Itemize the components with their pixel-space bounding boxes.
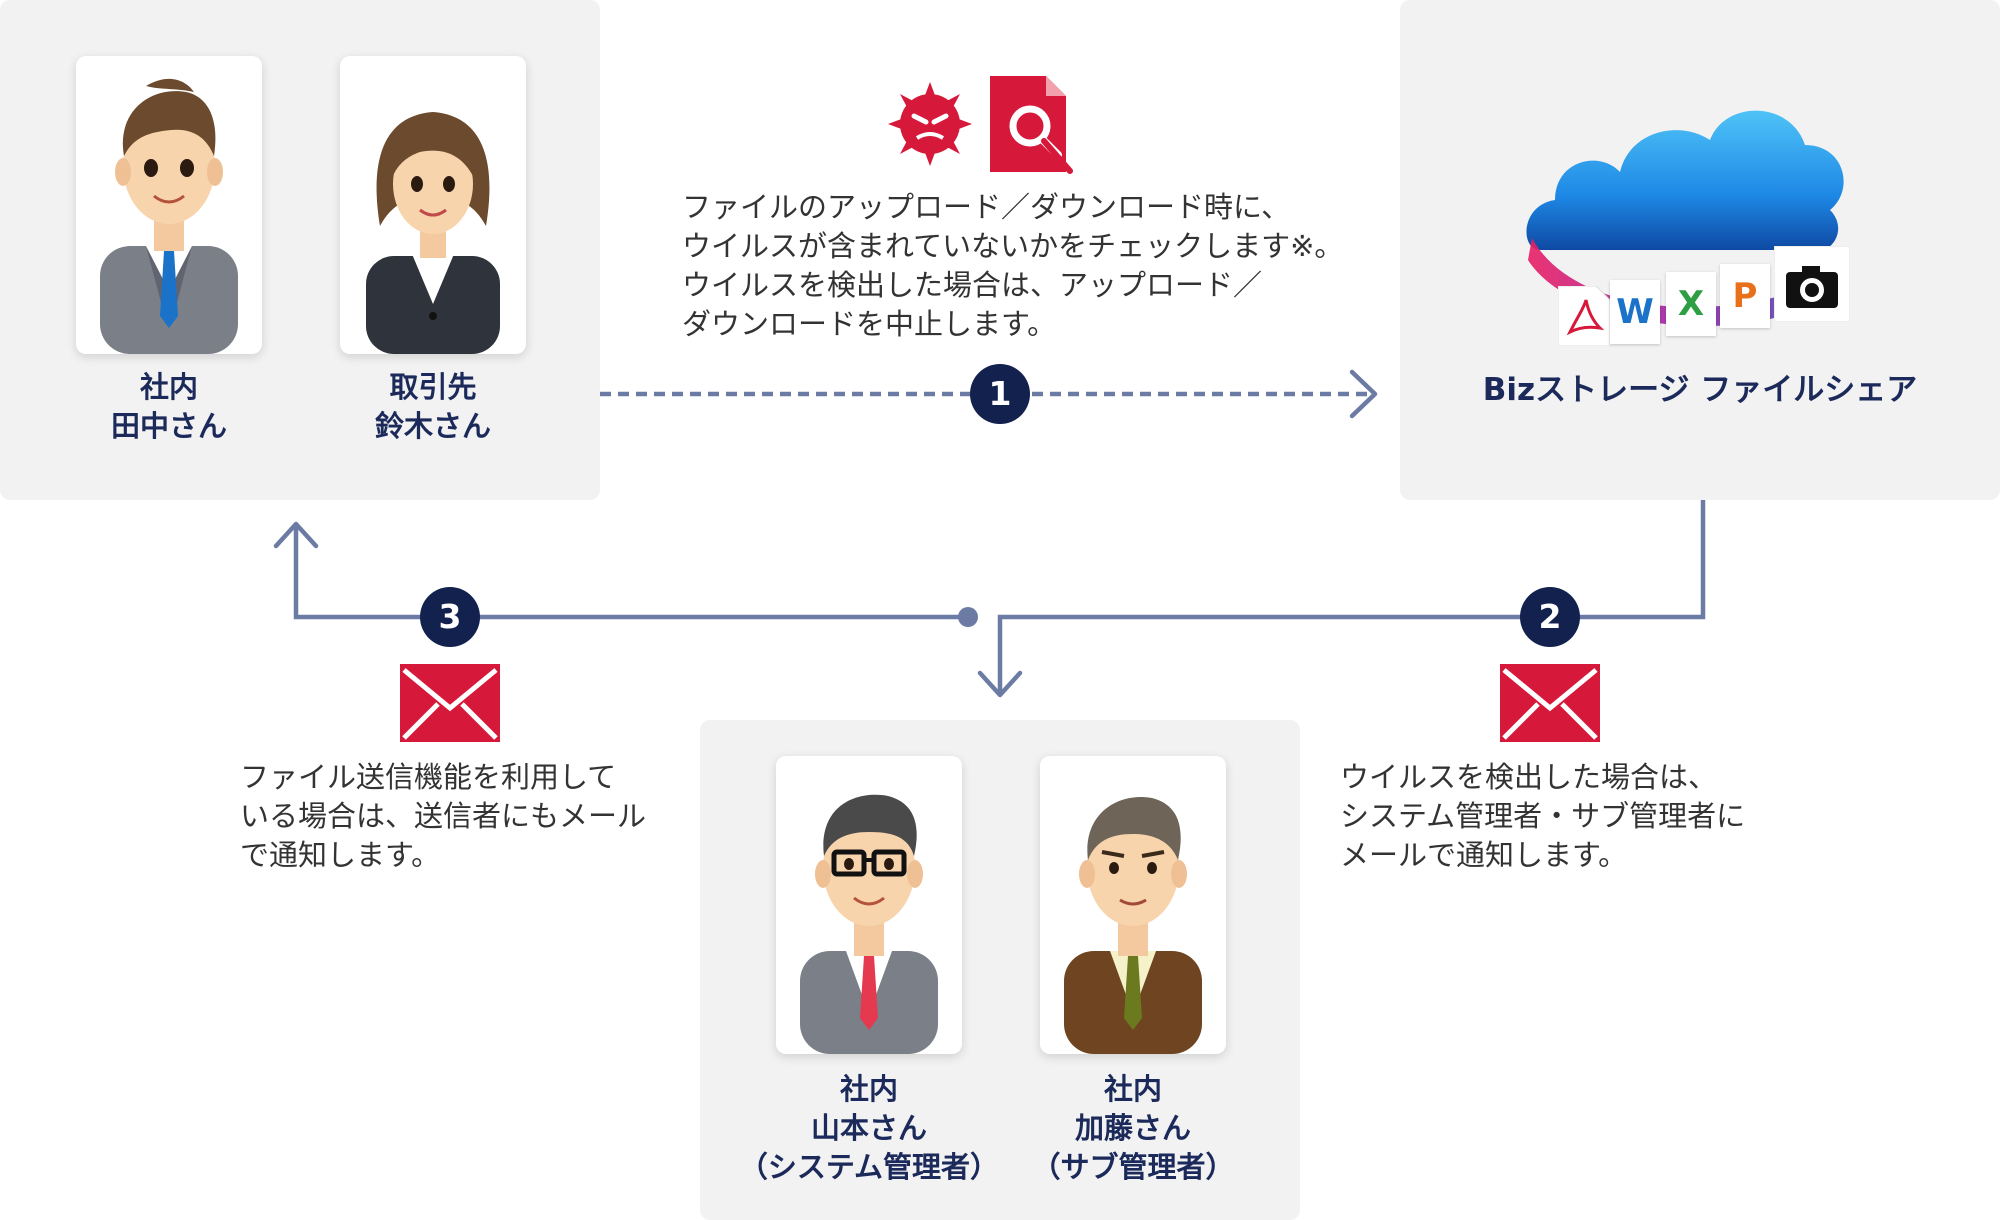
powerpoint-icon: P [1720,264,1770,328]
avatar-kato [1040,756,1226,1054]
junction-dot [958,607,978,627]
service-name: Bizストレージ ファイルシェア [1482,372,1918,408]
powerpoint-icon-letter: P [1732,276,1758,316]
avatar-suzuki [340,56,526,354]
step2-line [977,500,1706,698]
excel-icon-letter: X [1677,284,1705,324]
step1-badge: 1 [970,364,1030,424]
step1-description: ファイルのアップロード／ダウンロード時に、 ウイルスが含まれていないかをチェック… [682,190,1344,341]
document-search-icon [990,76,1073,174]
word-icon-letter: W [1616,292,1654,332]
virus-icon [888,82,972,166]
user-name-tanaka: 社内 田中さん [110,370,227,443]
admin-name-yamamoto: 社内 山本さん （システム管理者） [738,1072,1000,1184]
step2-description: ウイルスを検出した場合は、 システム管理者・サブ管理者に メールで通知します。 [1340,760,1746,872]
admin-name-kato: 社内 加藤さん （サブ管理者） [1031,1072,1235,1184]
camera-icon [1774,246,1850,322]
mail-icon [1500,664,1600,742]
word-icon: W [1610,280,1660,344]
step3-line [273,521,968,620]
avatar-yamamoto [776,756,962,1054]
excel-icon: X [1666,272,1716,336]
mail-icon [400,664,500,742]
step2-badge: 2 [1520,587,1580,647]
step3-description: ファイル送信機能を利用して いる場合は、送信者にもメール で通知します。 [240,760,647,872]
step3-badge: 3 [420,587,480,647]
avatar-tanaka [76,56,262,354]
user-name-suzuki: 取引先 鈴木さん [374,370,491,443]
pdf-icon [1558,286,1610,346]
